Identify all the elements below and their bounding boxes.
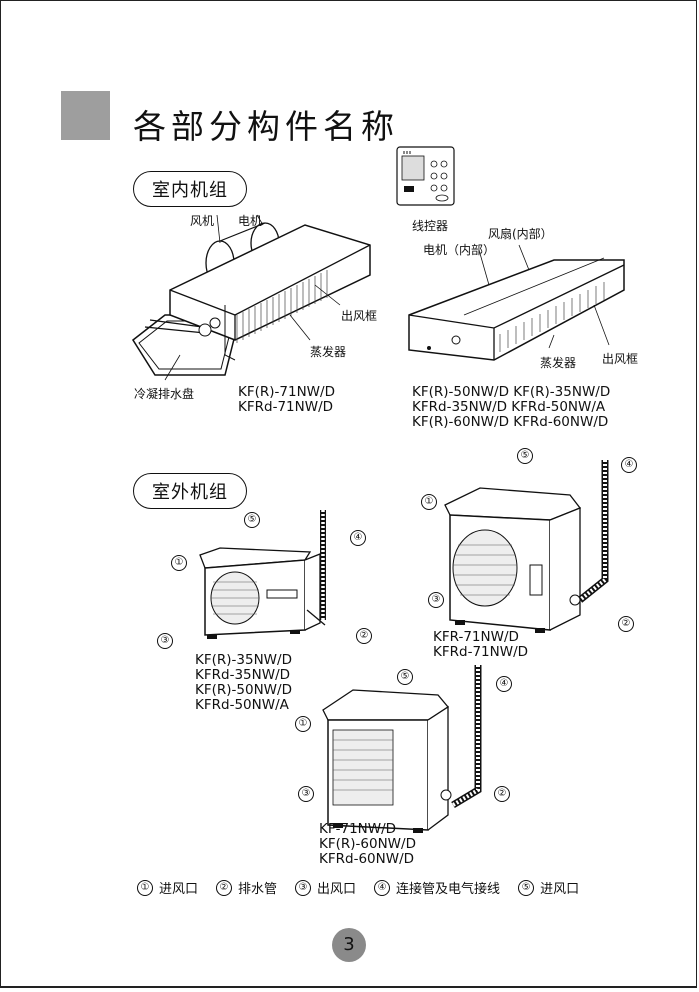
wire-controller-drawing <box>396 146 455 206</box>
outdoor-models-bottom: KF-71NW/D KF(R)-60NW/D KFRd-60NW/D <box>319 821 416 867</box>
callout-2-c: ② <box>494 786 510 802</box>
label-wire-controller: 线控器 <box>412 219 449 233</box>
indoor-models-right: KF(R)-50NW/D KF(R)-35NW/D KFRd-35NW/D KF… <box>412 384 611 430</box>
label-evaporator-left: 蒸发器 <box>310 345 347 359</box>
outdoor-unit-bottom-drawing <box>322 665 482 833</box>
callout-1-a: ① <box>171 555 187 571</box>
callout-2-a: ② <box>356 628 372 644</box>
callout-1-b: ① <box>421 494 437 510</box>
label-outlet-frame-left: 出风框 <box>341 309 378 323</box>
label-fan: 风机 <box>190 214 215 228</box>
outdoor-models-left: KF(R)-35NW/D KFRd-35NW/D KF(R)-50NW/D KF… <box>195 652 292 713</box>
callout-3-a: ③ <box>157 633 173 649</box>
callout-5-c: ⑤ <box>397 669 413 685</box>
indoor-unit-left-drawing <box>132 214 371 381</box>
page-number: 3 <box>332 928 366 962</box>
page-title: 各部分构件名称 <box>133 107 399 146</box>
callout-4-c: ④ <box>496 676 512 692</box>
indoor-unit-right-drawing <box>408 244 625 361</box>
callout-2-b: ② <box>618 616 634 632</box>
label-drain-pan: 冷凝排水盘 <box>134 387 195 401</box>
outdoor-section-label: 室外机组 <box>133 473 247 509</box>
outdoor-unit-left-drawing <box>199 510 326 639</box>
outdoor-models-right: KFR-71NW/D KFRd-71NW/D <box>433 629 529 660</box>
outdoor-unit-right-drawing <box>444 460 609 633</box>
callout-4-b: ④ <box>621 457 637 473</box>
label-outlet-frame-right: 出风框 <box>602 352 639 366</box>
callout-5-a: ⑤ <box>244 512 260 528</box>
indoor-section-label: 室内机组 <box>133 171 247 207</box>
callout-3-c: ③ <box>298 786 314 802</box>
callout-1-c: ① <box>295 716 311 732</box>
label-motor: 电机 <box>238 214 263 228</box>
callout-3-b: ③ <box>428 592 444 608</box>
label-evaporator-right: 蒸发器 <box>540 356 577 370</box>
label-motor-inside: 电机（内部） <box>423 243 496 257</box>
label-fan-inside: 风扇(内部） <box>488 227 553 241</box>
section-marker <box>61 91 110 140</box>
callout-4-a: ④ <box>350 530 366 546</box>
callout-5-b: ⑤ <box>517 448 533 464</box>
indoor-models-left: KF(R)-71NW/D KFRd-71NW/D <box>238 384 335 415</box>
